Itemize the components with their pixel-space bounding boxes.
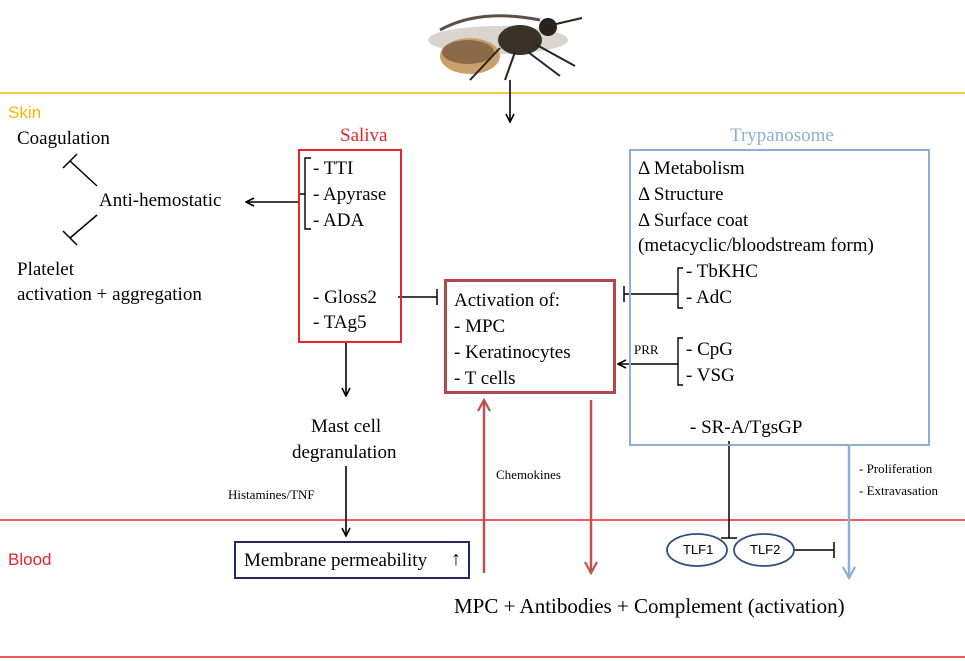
coagulation-label: Coagulation (17, 128, 110, 149)
tbkhc-bracket (666, 267, 683, 309)
blood-zone-label: Blood (8, 550, 52, 569)
prr-bracket (666, 337, 683, 386)
tlf2-ellipse (733, 533, 795, 567)
membrane-permeability-box (234, 541, 470, 579)
saliva-title: Saliva (340, 125, 388, 146)
platelet-label-line2: activation + aggregation (17, 284, 202, 305)
tlf2-label: TLF2 (750, 542, 781, 557)
prr-label: PRR (634, 342, 659, 357)
histamines-label: Histamines/TNF (228, 487, 315, 502)
saliva-item-gloss2: - Gloss2 (313, 287, 377, 308)
inhibit-coagulation-bar (62, 153, 78, 169)
skin-zone-label: Skin (8, 103, 42, 122)
tsetse-fly-illustration (428, 14, 583, 81)
membrane-permeability-label: Membrane permeability (244, 550, 428, 571)
inhibit-platelet-line (69, 214, 98, 239)
trypanosome-line-structure: Δ Structure (638, 184, 724, 205)
trypanosome-item-tbkhc: - TbKHC (686, 261, 758, 282)
activation-item-keratinocytes: - Keratinocytes (454, 342, 571, 363)
trypanosome-box (629, 149, 930, 446)
trypanosome-item-receptor: - SR-A/TgsGP (690, 417, 803, 438)
tlf1-label: TLF1 (683, 542, 714, 557)
activation-title: Activation of: (454, 290, 561, 311)
inhibit-coagulation-line (69, 160, 98, 187)
trypanosome-item-vsg: - VSG (686, 365, 735, 386)
mast-cell-label-line2: degranulation (292, 442, 397, 463)
trypanosome-line-form: (metacyclic/bloodstream form) (638, 235, 874, 256)
trypanosome-item-cpg: - CpG (686, 339, 733, 360)
saliva-item-tti: - TTI (313, 158, 354, 179)
saliva-item-ada: - ADA (313, 210, 365, 231)
saliva-bracket (300, 157, 311, 230)
activation-box (444, 279, 616, 394)
activation-item-tcells: - T cells (454, 368, 516, 389)
up-arrow-icon: ↑ (451, 548, 461, 570)
extravasation-label: - Extravasation (859, 483, 939, 498)
inhibit-platelet-bar (62, 230, 78, 246)
proliferation-label: - Proliferation (859, 461, 933, 476)
anti-hemostatic-label: Anti-hemostatic (99, 190, 222, 211)
saliva-box (298, 149, 402, 343)
tlf1-ellipse (666, 533, 728, 567)
saliva-item-tag5: - TAg5 (313, 312, 367, 333)
chemokines-label: Chemokines (496, 467, 561, 482)
activation-item-mpc: - MPC (454, 316, 506, 337)
bottom-outcome-label: MPC + Antibodies + Complement (activatio… (454, 594, 845, 618)
trypanosome-line-surface-coat: Δ Surface coat (638, 210, 749, 231)
trypanosome-line-metabolism: Δ Metabolism (638, 158, 745, 179)
saliva-item-apyrase: - Apyrase (313, 184, 387, 205)
trypanosome-item-adc: - AdC (686, 287, 732, 308)
mast-cell-label-line1: Mast cell (311, 416, 382, 437)
platelet-label-line1: Platelet (17, 259, 74, 280)
trypanosome-title: Trypanosome (730, 125, 834, 146)
